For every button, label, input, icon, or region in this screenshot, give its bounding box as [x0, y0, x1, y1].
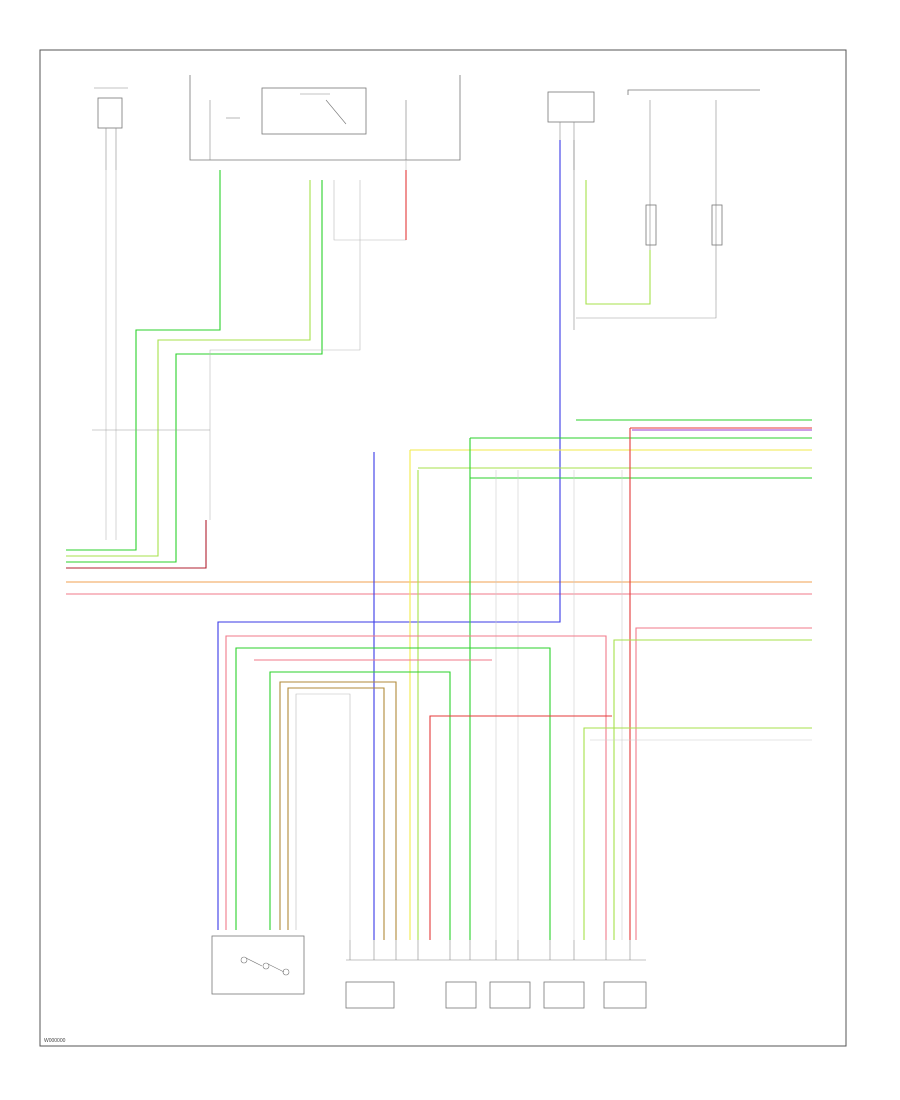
relay-box: [189, 75, 461, 161]
wire-gray-a: [333, 160, 407, 241]
wire-brown: [279, 681, 397, 940]
wire-lime-a: [66, 180, 311, 557]
wire-green-low2: [269, 671, 451, 940]
wire-gray-b: [209, 180, 361, 520]
wire-lime-b: [585, 180, 651, 305]
left-connector-top: [94, 87, 128, 170]
wire-brown-2: [287, 687, 385, 940]
right-sensor-group: [576, 89, 760, 319]
center-connector: [547, 91, 595, 170]
diagram-frame: [39, 49, 847, 1047]
bottom-pin-ticks: [349, 940, 631, 960]
wire-green-low: [235, 647, 551, 940]
bottom-center-module: [345, 959, 647, 1009]
bottom-left-component: [211, 935, 305, 995]
wire-pink-low: [225, 635, 607, 940]
wire-green-b: [66, 180, 323, 563]
wire-gray-low: [295, 693, 351, 940]
reference-code: W000000: [44, 1038, 66, 1044]
wire-green-a: [66, 170, 221, 551]
wire-lime-mid: [583, 727, 812, 940]
wire-lime-right: [613, 639, 812, 940]
wire-darkred-a: [66, 520, 207, 569]
wire-pink-right: [635, 627, 812, 940]
wire-red-mid: [429, 715, 612, 940]
wire-blue-a: [217, 140, 561, 930]
